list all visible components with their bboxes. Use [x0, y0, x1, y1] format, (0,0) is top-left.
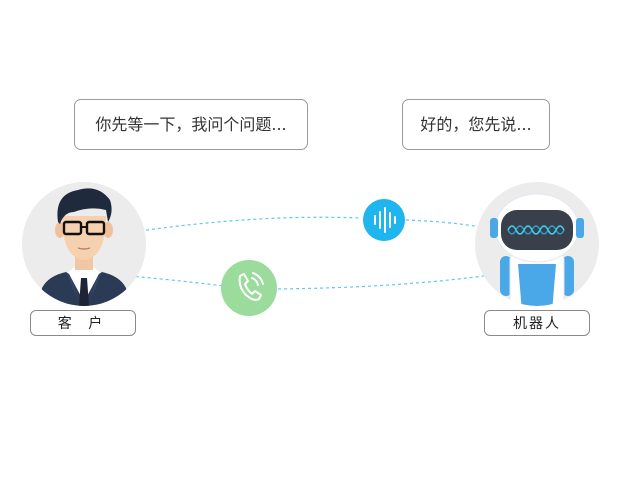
- phone-call-icon: [238, 272, 264, 301]
- phone-badge: [221, 260, 277, 316]
- lower-connector: [129, 273, 499, 290]
- robot-speech-text: 好的，您先说...: [420, 115, 532, 134]
- customer-name-label: 客 户: [57, 316, 109, 332]
- customer-speech-text: 你先等一下，我问个问题...: [95, 115, 287, 134]
- customer-speech-bubble: 你先等一下，我问个问题...: [74, 99, 308, 150]
- customer-avatar: [22, 182, 146, 306]
- robot-name-label: 机器人: [513, 316, 561, 332]
- voice-badge: [363, 199, 405, 241]
- robot-name-tag: 机器人: [484, 310, 590, 336]
- robot-speech-bubble: 好的，您先说...: [402, 99, 550, 150]
- upper-connector: [139, 216, 497, 232]
- customer-name-tag: 客 户: [30, 310, 136, 336]
- voice-wave-icon: [374, 207, 396, 233]
- robot-avatar: [475, 182, 599, 306]
